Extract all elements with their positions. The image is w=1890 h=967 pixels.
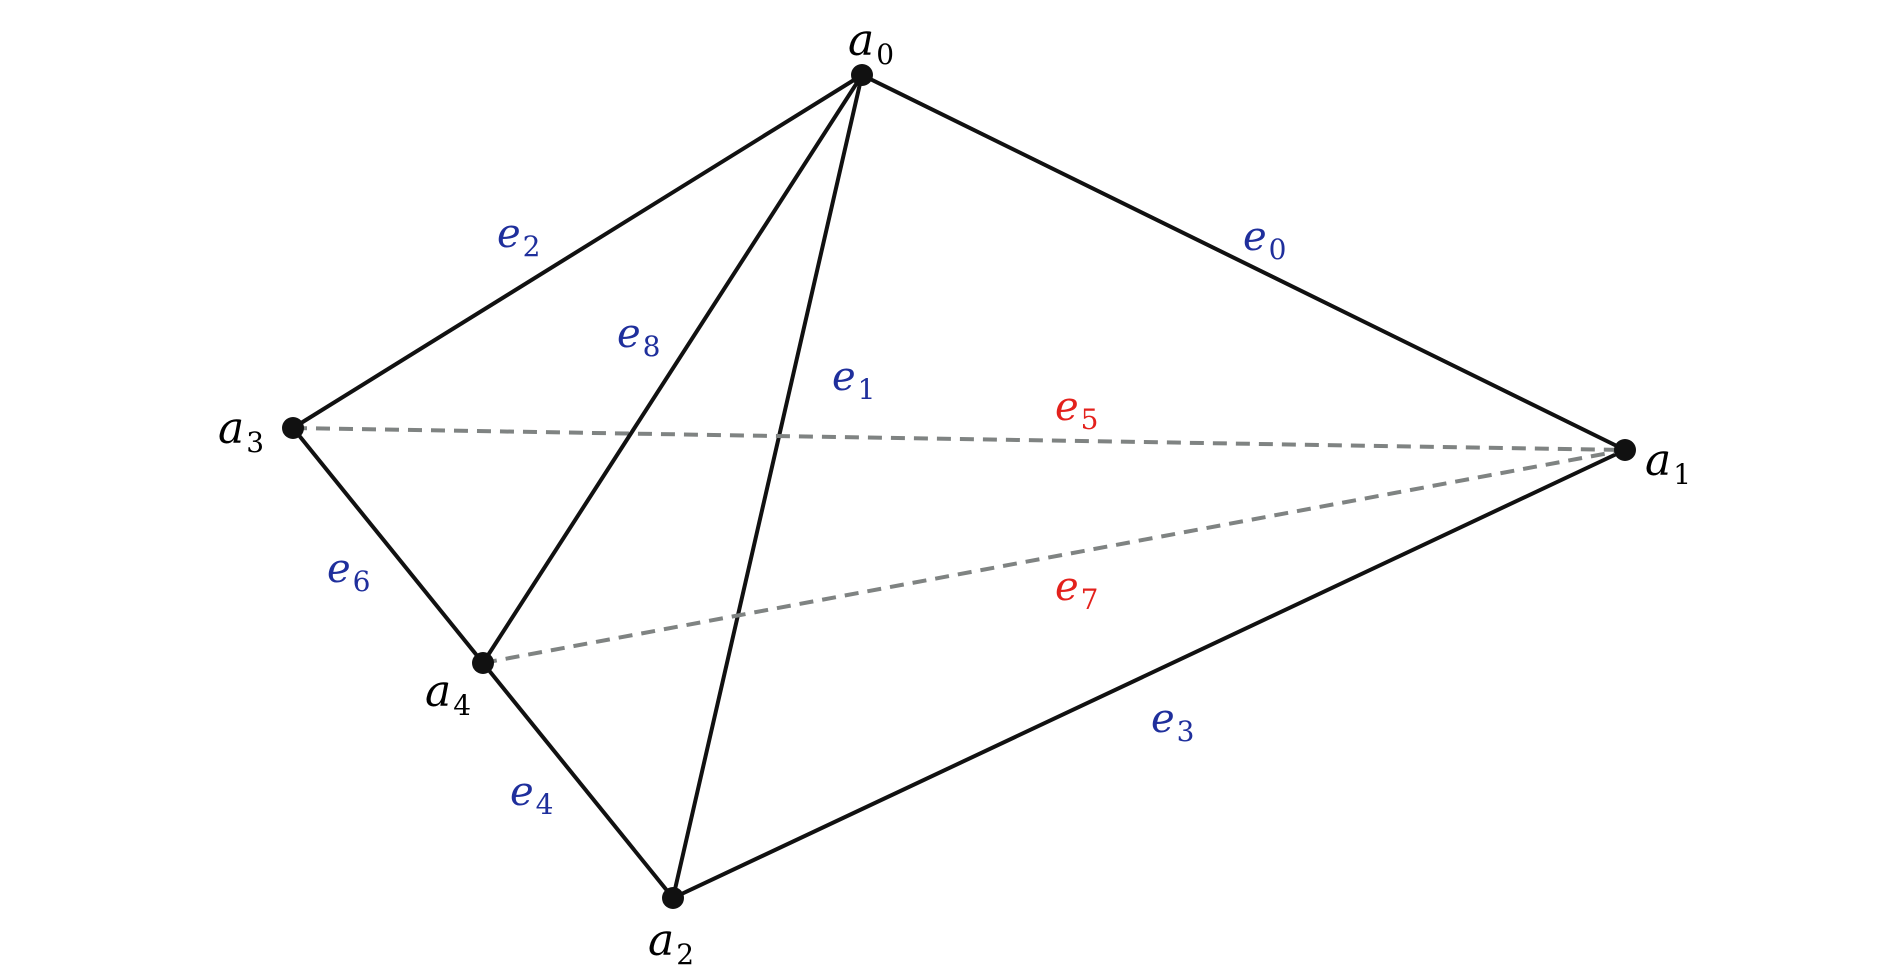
edge-label-e3-subscript: 3 bbox=[1177, 715, 1195, 748]
vertex-label-a2-base: a bbox=[648, 915, 674, 966]
vertex-label-a0-base: a bbox=[848, 15, 874, 66]
vertices-layer bbox=[282, 64, 1636, 909]
vertex-label-a3-base: a bbox=[218, 403, 244, 454]
edge-label-e4-base: e bbox=[510, 769, 534, 815]
vertex-label-a3-subscript: 3 bbox=[246, 426, 264, 459]
vertex-label-a4: a4 bbox=[425, 666, 471, 722]
edge-e0 bbox=[861, 73, 1626, 452]
edge-label-e6-base: e bbox=[327, 546, 351, 592]
edge-label-e7: e7 bbox=[1055, 564, 1099, 616]
vertex-a0 bbox=[851, 64, 873, 86]
edge-label-e4-subscript: 4 bbox=[536, 788, 554, 821]
edge-e2 bbox=[291, 73, 864, 430]
edge-e3 bbox=[672, 448, 1626, 900]
edge-label-e8-base: e bbox=[617, 311, 641, 357]
vertex-label-a1-base: a bbox=[1645, 435, 1671, 486]
vertex-a2 bbox=[662, 887, 684, 909]
edge-e1 bbox=[671, 74, 864, 899]
edge-label-e5-base: e bbox=[1055, 384, 1079, 430]
edge-label-e5-subscript: 5 bbox=[1081, 403, 1099, 436]
vertex-a4 bbox=[472, 652, 494, 674]
edge-label-e6-subscript: 6 bbox=[353, 565, 371, 598]
edge-label-e5: e5 bbox=[1055, 384, 1099, 436]
edge-e7 bbox=[482, 448, 1626, 665]
vertex-label-a4-base: a bbox=[425, 666, 451, 717]
edge-label-e7-subscript: 7 bbox=[1081, 583, 1099, 616]
edge-label-e0-base: e bbox=[1243, 214, 1267, 260]
vertex-label-a3: a3 bbox=[218, 403, 264, 459]
vertex-a1 bbox=[1614, 439, 1636, 461]
edge-label-e1-base: e bbox=[832, 354, 856, 400]
edge-label-e6: e6 bbox=[327, 546, 371, 598]
vertex-label-a1-subscript: 1 bbox=[1673, 458, 1691, 491]
edge-e6 bbox=[291, 426, 485, 665]
edge-label-e8-subscript: 8 bbox=[643, 330, 661, 363]
edge-label-e4: e4 bbox=[510, 769, 554, 821]
vertex-label-a0: a0 bbox=[848, 15, 894, 71]
edge-label-e2: e2 bbox=[497, 211, 541, 263]
vertex-label-a2: a2 bbox=[648, 915, 694, 967]
vertex-label-a2-subscript: 2 bbox=[676, 938, 694, 967]
edge-label-e0-subscript: 0 bbox=[1269, 233, 1287, 266]
edges-layer bbox=[291, 73, 1626, 900]
edge-label-e3: e3 bbox=[1151, 696, 1195, 748]
edge-label-e2-base: e bbox=[497, 211, 521, 257]
edge-label-e1-subscript: 1 bbox=[858, 373, 876, 406]
edge-e4 bbox=[481, 661, 675, 900]
vertex-label-a0-subscript: 0 bbox=[876, 38, 894, 71]
vertex-a3 bbox=[282, 417, 304, 439]
vertex-label-a1: a1 bbox=[1645, 435, 1691, 491]
vertex-label-a4-subscript: 4 bbox=[453, 689, 471, 722]
edge-e5 bbox=[292, 426, 1626, 452]
edge-label-e0: e0 bbox=[1243, 214, 1287, 266]
edge-label-e8: e8 bbox=[617, 311, 661, 363]
edge-label-e2-subscript: 2 bbox=[523, 230, 541, 263]
edge-label-e7-base: e bbox=[1055, 564, 1079, 610]
edge-label-e1: e1 bbox=[832, 354, 876, 406]
edge-label-e3-base: e bbox=[1151, 696, 1175, 742]
edge-e8 bbox=[481, 73, 864, 665]
